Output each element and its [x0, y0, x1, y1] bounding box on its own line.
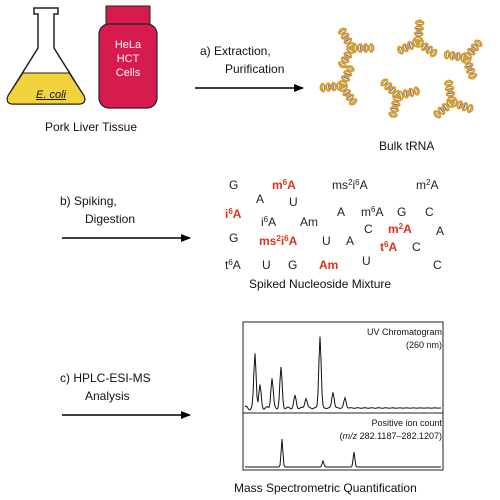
quant-label: Mass Spectrometric Quantification	[234, 481, 417, 495]
nucleoside-11: C	[425, 205, 434, 219]
nucleoside-17: G	[229, 231, 239, 245]
uv-chromatogram-trace	[244, 336, 442, 411]
nucleoside-2: m6A	[272, 178, 296, 192]
chromatogram-frame	[242, 321, 444, 471]
step-c-label: c) HPLC-ESI-MS Analysis	[60, 369, 151, 405]
nucleoside-9: m6A	[361, 205, 384, 219]
nucleoside-16: A	[436, 224, 445, 238]
nucleoside-4: m2A	[416, 178, 439, 192]
step-b-line-2: Digestion	[85, 212, 136, 226]
step-a-label: a) Extraction, Purification	[200, 42, 284, 78]
hela-line-3: Cells	[115, 67, 141, 79]
step-a-line-1: a) Extraction,	[200, 44, 271, 58]
nucleoside-25: G	[288, 258, 298, 272]
hela-line-1: HeLa	[114, 39, 142, 51]
nucleoside-24: U	[262, 258, 271, 272]
nucleoside-6: U	[289, 195, 298, 209]
nucleoside-3: ms2i6A	[332, 178, 368, 192]
step-c-line-1: c) HPLC-ESI-MS	[60, 371, 151, 385]
mixture-label: Spiked Nucleoside Mixture	[249, 277, 392, 291]
ms-title: Positive ion count	[371, 418, 442, 428]
nucleoside-15: m2A	[388, 222, 412, 236]
step-b-label: b) Spiking, Digestion	[60, 192, 135, 228]
nucleoside-21: t6A	[380, 240, 398, 254]
hela-bottle-icon	[98, 5, 158, 109]
nucleoside-22: C	[412, 240, 421, 254]
nucleoside-8: A	[337, 205, 346, 219]
nucleoside-28: C	[433, 258, 442, 272]
nucleoside-13: Am	[300, 215, 319, 229]
nucleoside-19: U	[322, 234, 331, 248]
step-b-line-1: b) Spiking,	[60, 194, 117, 208]
hela-line-2: HCT	[116, 53, 140, 65]
nucleoside-1: G	[229, 178, 239, 192]
nucleoside-12: i6A	[261, 215, 277, 229]
nucleoside-23: t6A	[225, 258, 241, 272]
ecoli-label: E. coli	[36, 89, 66, 101]
nucleoside-27: U	[362, 254, 371, 268]
nucleoside-26: Am	[319, 258, 339, 272]
nucleoside-14: C	[364, 222, 373, 236]
tissue-label: Pork Liver Tissue	[45, 120, 138, 134]
step-a-line-2: Purification	[225, 62, 285, 76]
nucleoside-10: G	[397, 205, 407, 219]
nucleoside-18: ms2i6A	[259, 234, 298, 248]
nucleoside-5: A	[256, 192, 265, 206]
bulk-trna-label: Bulk tRNA	[379, 139, 435, 153]
ecoli-flask-icon	[6, 7, 86, 105]
trna-structures-icon	[319, 19, 483, 119]
nucleoside-20: A	[346, 234, 355, 248]
nucleoside-7: i6A	[225, 207, 242, 221]
hela-label: HeLa HCT Cells	[99, 38, 157, 80]
ms-subtitle: (m/z 282.1187–282.1207)	[339, 431, 442, 441]
uv-subtitle: (260 nm)	[405, 340, 442, 350]
step-c-line-2: Analysis	[85, 389, 130, 403]
uv-title: UV Chromatogram	[366, 327, 442, 337]
ion-count-trace	[245, 438, 441, 468]
